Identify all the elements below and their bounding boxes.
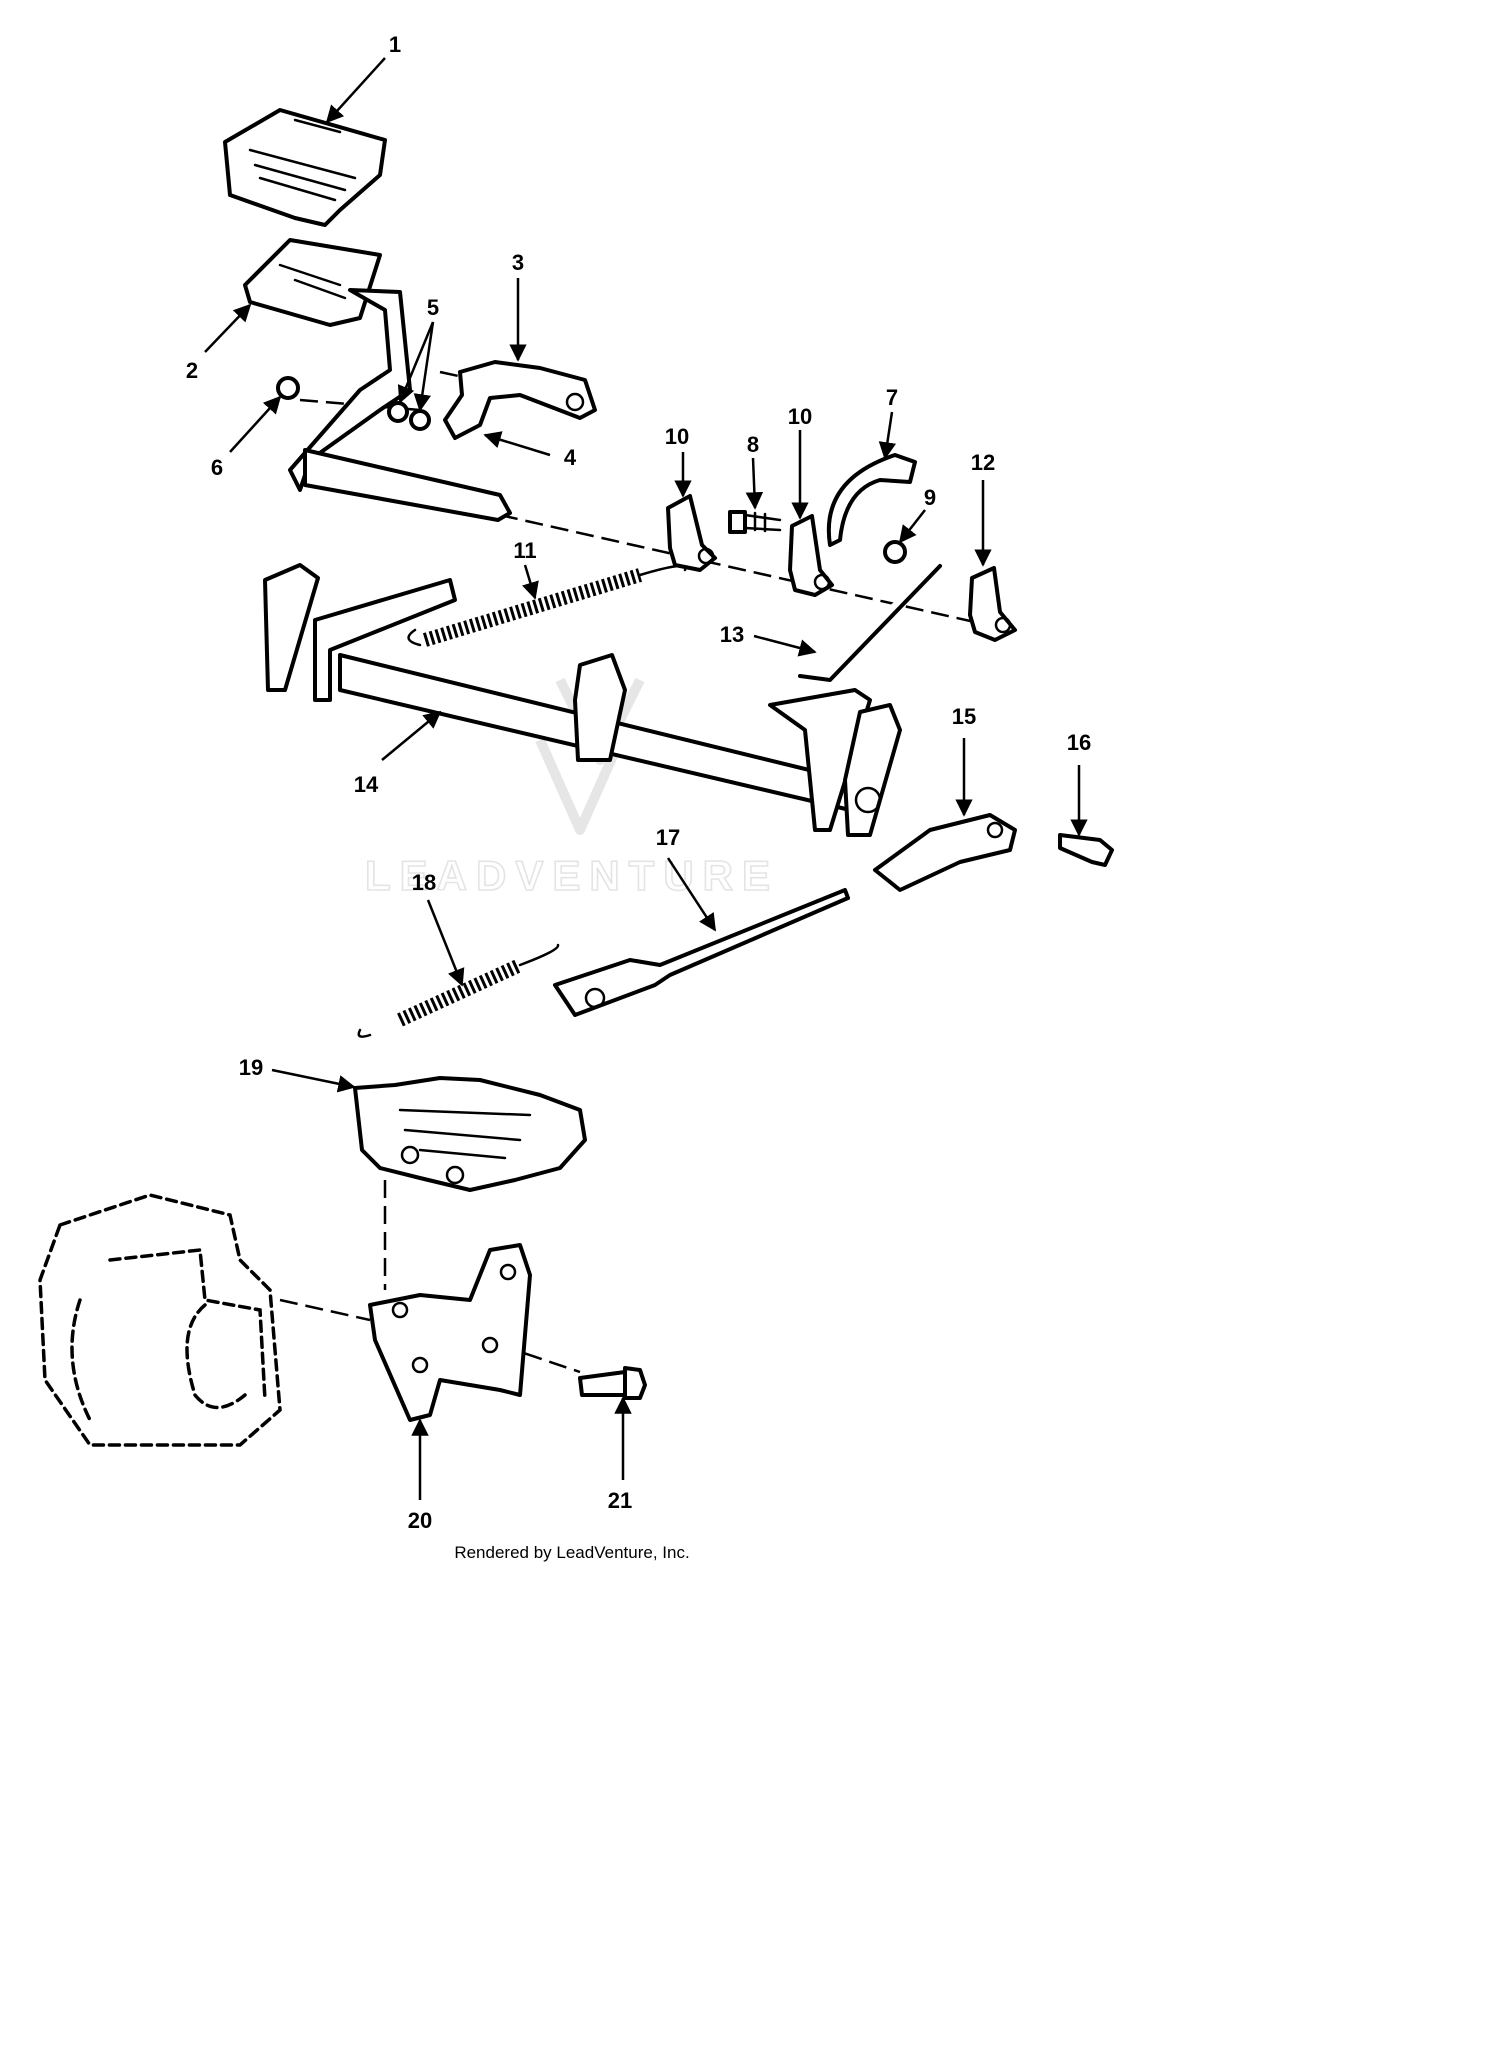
callout-11: 11	[513, 538, 536, 563]
callout-8: 8	[747, 432, 759, 457]
callout-12: 12	[971, 450, 995, 475]
part-bolt-large	[578, 1366, 647, 1400]
part-mounting-plate	[368, 1243, 532, 1422]
leader-lines	[204, 57, 1088, 1500]
callout-18: 18	[412, 870, 436, 895]
callout-13: 13	[720, 622, 744, 647]
callout-9: 9	[924, 485, 936, 510]
callout-19: 19	[239, 1055, 263, 1080]
part-caliper	[353, 1076, 587, 1192]
part-spring-upper	[407, 564, 687, 647]
callout-labels: 1 2 3 4 5 6 7 8 9 10 10 11 12 13 14 15 1…	[186, 32, 1091, 1533]
part-rod-small	[798, 564, 942, 682]
callout-1: 1	[389, 32, 401, 57]
callout-2: 2	[186, 358, 198, 383]
callout-7: 7	[886, 385, 898, 410]
callout-17: 17	[656, 825, 680, 850]
part-pedal-arm	[243, 238, 512, 522]
callout-3: 3	[512, 250, 524, 275]
part-spring-lower	[357, 943, 560, 1038]
callout-15: 15	[952, 704, 976, 729]
part-yoke	[873, 813, 1114, 892]
callout-20: 20	[408, 1508, 432, 1533]
part-cross-shaft	[263, 563, 902, 837]
part-pedal-pad	[223, 108, 387, 227]
callout-21: 21	[608, 1488, 632, 1513]
callout-4: 4	[564, 445, 577, 470]
diagram-canvas: LEADVENTURE	[38, 32, 1114, 1562]
part-levers	[666, 494, 1017, 642]
part-sector	[826, 453, 917, 547]
footer-credit: Rendered by LeadVenture, Inc.	[454, 1543, 689, 1562]
callout-10b: 10	[788, 404, 812, 429]
part-bracket	[443, 360, 597, 440]
part-brake-rod	[553, 888, 850, 1017]
parts-diagram: LEADVENTURE	[38, 32, 1114, 1562]
callout-5: 5	[427, 295, 439, 320]
callout-6: 6	[211, 455, 223, 480]
callout-10a: 10	[665, 424, 689, 449]
watermark: LEADVENTURE	[364, 677, 779, 900]
part-transaxle-phantom	[38, 1193, 282, 1447]
callout-14: 14	[354, 772, 379, 797]
callout-16: 16	[1067, 730, 1091, 755]
part-bolt-small	[728, 510, 907, 564]
watermark-text: LEADVENTURE	[365, 852, 779, 899]
